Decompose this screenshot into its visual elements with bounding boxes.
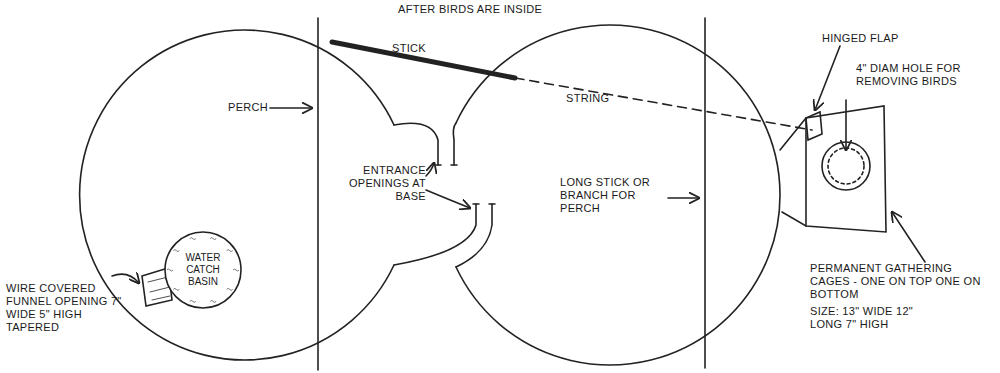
part-label: STRING [566, 92, 609, 105]
basin-circle: WATER CATCH BASIN [164, 231, 242, 309]
entrance-tick [473, 203, 495, 205]
hole-arrow [845, 100, 847, 150]
part-label: PERMANENT GATHERING CAGES - ONE ON TOP O… [810, 262, 990, 301]
prop-stick [332, 42, 515, 78]
part-label: STICK [392, 42, 426, 55]
part-label: LONG STICK OR BRANCH FOR PERCH [560, 176, 668, 215]
dimension-label: SIZE: 13" WIDE 12" LONG 7" HIGH [810, 305, 920, 331]
leader-arrow [426, 163, 434, 176]
entrance-neck [394, 204, 476, 265]
entrance-tick [436, 164, 457, 166]
perch [704, 18, 706, 368]
part-label: PERCH [228, 101, 268, 114]
removal-hole [828, 148, 864, 184]
part-label: WIRE COVERED FUNNEL OPENING 7" WIDE 5" H… [6, 282, 138, 334]
note-text: AFTER BIRDS ARE INSIDE [398, 3, 542, 16]
gathering-cage [805, 118, 807, 226]
leader-arrow [426, 190, 470, 208]
part-label: ENTRANCE OPENINGS AT BASE [330, 164, 426, 203]
node-text: WATER CATCH BASIN [177, 252, 229, 288]
gathering-cage [780, 106, 886, 232]
entrance-neck [456, 204, 492, 267]
leader-arrow [892, 212, 925, 262]
part-label: 4" DIAM HOLE FOR REMOVING BIRDS [856, 62, 986, 88]
left-cage-outline [80, 30, 394, 360]
leader-arrow [668, 197, 699, 199]
entrance-neck [453, 123, 456, 165]
pull-string [515, 78, 812, 130]
part-label: HINGED FLAP [822, 32, 899, 45]
leader-arrow [270, 107, 312, 109]
perch [317, 18, 319, 370]
leader-arrow [815, 46, 840, 110]
leader-arrow [112, 274, 139, 283]
entrance-neck [394, 123, 438, 165]
